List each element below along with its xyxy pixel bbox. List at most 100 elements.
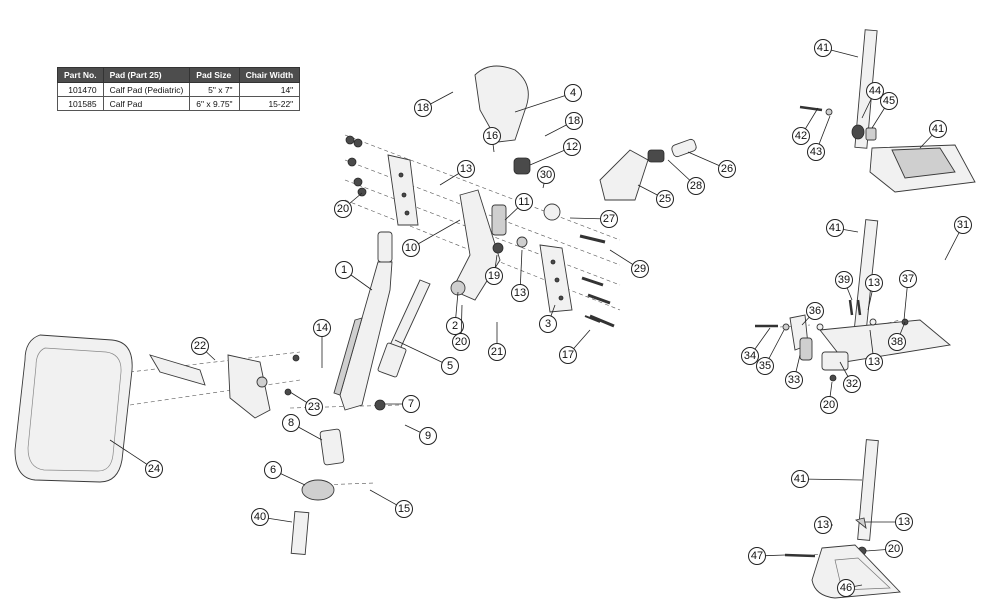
callout-circle — [334, 200, 352, 218]
callout-circle — [537, 166, 555, 184]
callout-number: 43 — [810, 146, 822, 158]
callout-number: 33 — [788, 374, 800, 386]
callout-circle — [895, 513, 913, 531]
callout-number: 41 — [794, 473, 806, 485]
table-row: 101585 Calf Pad 6" x 9.75" 15-22" — [57, 96, 301, 111]
callout-number: 13 — [460, 163, 472, 175]
callout-20: 20 — [452, 304, 470, 351]
callout-number: 18 — [568, 115, 580, 127]
callout-number: 29 — [634, 263, 646, 275]
callout-41: 41 — [814, 39, 859, 58]
callout-43: 43 — [807, 115, 831, 161]
callout-41: 41 — [919, 120, 947, 149]
callout-number: 36 — [809, 305, 821, 317]
callout-41: 41 — [826, 219, 859, 237]
callout-leader-line — [394, 339, 451, 367]
callout-circle — [441, 357, 459, 375]
callout-20: 20 — [334, 192, 363, 218]
callout-circle — [145, 460, 163, 478]
callout-20: 20 — [820, 381, 838, 414]
callout-circle — [488, 343, 506, 361]
callout-number: 25 — [659, 193, 671, 205]
callout-circle — [820, 396, 838, 414]
callout-number: 28 — [690, 180, 702, 192]
callout-circle — [483, 127, 501, 145]
bolts — [579, 234, 615, 328]
callout-46: 46 — [837, 579, 863, 597]
callout-13: 13 — [865, 274, 883, 311]
callout-number: 34 — [744, 350, 756, 362]
callout-42: 42 — [792, 107, 819, 145]
callout-number: 42 — [795, 130, 807, 142]
callout-18: 18 — [414, 91, 454, 117]
callout-number: 10 — [405, 242, 417, 254]
callout-number: 41 — [829, 222, 841, 234]
strut-part-5 — [377, 279, 431, 378]
callout-33: 33 — [785, 354, 803, 389]
callout-3: 3 — [539, 304, 557, 333]
callout-circle — [888, 333, 906, 351]
callout-circle — [313, 319, 331, 337]
callout-13: 13 — [439, 160, 475, 186]
callout-circle — [656, 190, 674, 208]
callout-41: 41 — [791, 470, 863, 488]
pad-bracket-part-23 — [149, 354, 300, 419]
callout-number: 45 — [883, 95, 895, 107]
lower-tubes — [290, 428, 345, 556]
callout-circle — [826, 219, 844, 237]
cell-part-no: 101470 — [57, 82, 104, 97]
callout-circle — [452, 333, 470, 351]
callout-leader-line — [410, 219, 461, 249]
callout-circle — [282, 414, 300, 432]
callout-13: 13 — [814, 516, 833, 534]
callout-37: 37 — [899, 270, 917, 321]
callout-circle — [402, 239, 420, 257]
callout-number: 44 — [869, 85, 881, 97]
callout-circle — [515, 193, 533, 211]
callout-circle — [866, 82, 884, 100]
callout-circle — [305, 398, 323, 416]
callout-40: 40 — [251, 508, 293, 526]
callout-number: 6 — [270, 464, 276, 476]
callout-circle — [395, 500, 413, 518]
callout-23: 23 — [289, 391, 323, 416]
callout-circle — [814, 516, 832, 534]
callout-number: 20 — [455, 336, 467, 348]
callout-number: 11 — [518, 196, 529, 208]
callout-number: 39 — [838, 274, 850, 286]
callout-circle — [865, 353, 883, 371]
callout-number: 21 — [491, 346, 503, 358]
callout-number: 22 — [194, 340, 206, 352]
callout-13: 13 — [865, 513, 913, 531]
callout-number: 15 — [398, 503, 410, 515]
callout-9: 9 — [404, 424, 437, 445]
callout-circle — [564, 84, 582, 102]
footplate-assembly-bottom — [784, 439, 901, 599]
callout-circle — [899, 270, 917, 288]
callout-circle — [457, 160, 475, 178]
callout-number: 16 — [486, 130, 498, 142]
callout-circle — [191, 337, 209, 355]
cell-pad: Calf Pad (Pediatric) — [102, 82, 191, 97]
callout-22: 22 — [191, 337, 216, 361]
callout-number: 9 — [425, 430, 431, 442]
callout-circle — [631, 260, 649, 278]
callout-circle — [414, 99, 432, 117]
callout-circle — [748, 547, 766, 565]
callout-29: 29 — [609, 249, 649, 278]
callout-number: 30 — [540, 169, 552, 181]
callout-number: 13 — [868, 356, 880, 368]
mounting-plates — [387, 154, 573, 313]
callout-number: 20 — [337, 203, 349, 215]
callout-21: 21 — [488, 322, 506, 361]
callout-number: 13 — [898, 516, 910, 528]
callout-circle — [335, 261, 353, 279]
callout-number: 31 — [957, 219, 969, 231]
callout-15: 15 — [369, 489, 413, 518]
callout-11: 11 — [504, 193, 533, 221]
callout-number: 47 — [751, 550, 763, 562]
callout-leader-line — [514, 92, 574, 113]
callout-circle — [756, 357, 774, 375]
